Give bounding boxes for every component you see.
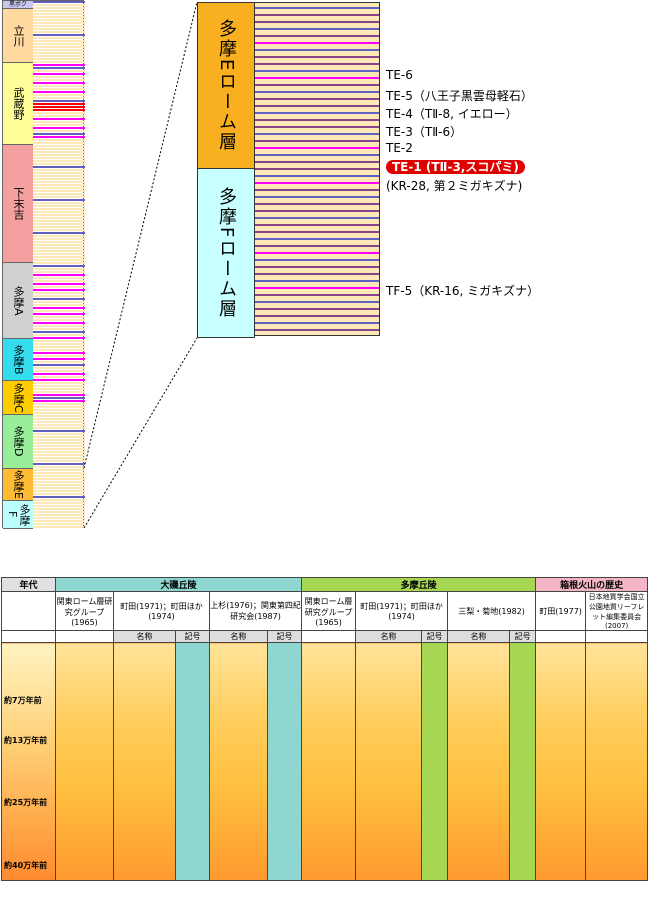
col-sym-2: 記号: [266, 630, 303, 643]
tama-machida-body: [355, 642, 423, 881]
unit-label: 多摩D: [3, 415, 33, 469]
oiso-machida-body: [113, 642, 176, 881]
unit-label: 多摩A: [3, 263, 33, 339]
header-era: 年代: [1, 577, 56, 592]
tephra-label: TE-3（TⅡ-6）: [386, 125, 463, 139]
blank-f: [585, 630, 649, 643]
sub-geo: 日本地質学会国立公園地質リーフレット編集委員会(2007): [585, 591, 649, 631]
group-oiso: 大磯丘陵: [54, 577, 303, 592]
group-hakone: 箱根火山の歴史: [535, 577, 649, 592]
blank-d: [301, 630, 357, 643]
correlation-table: 年代 大磯丘陵 多摩丘陵 箱根火山の歴史 関東ローム層研究グループ(1965) …: [1, 577, 649, 881]
zoom-lower-label: 多摩Fローム層: [216, 186, 237, 320]
oiso-machida-sym: [175, 642, 210, 881]
unit-label: 黒ボク: [3, 1, 33, 9]
tama-mitsunashi-body: [447, 642, 511, 881]
tephra-label: TE-1 (TⅡ-3,スコパミ): [386, 158, 525, 175]
era-blank2: [1, 630, 56, 643]
unit-label: 武蔵野: [3, 63, 33, 145]
col-name-2: 名称: [209, 630, 268, 643]
col-name-4: 名称: [447, 630, 511, 643]
hakone-geo-body: [585, 642, 649, 881]
zoom-upper: 多摩Eローム層: [197, 2, 255, 170]
tephra-label: TE-4（TⅡ-8, イエロー）: [386, 107, 518, 121]
unit-label: 多摩C: [3, 381, 33, 415]
sub-machida: 町田(1971)；町田ほか(1974): [113, 591, 210, 631]
oiso-kanto-body: [55, 642, 114, 881]
unit-label: 下末吉: [3, 145, 33, 263]
col-sym-3: 記号: [421, 630, 449, 643]
tama-mitsunashi-sym: [509, 642, 537, 881]
sub-kanto1: 関東ローム層研究グループ(1965): [55, 591, 114, 631]
sub-mitsunashi: 三梨・菊地(1982): [447, 591, 537, 631]
age-label: 約7万年前: [4, 696, 42, 705]
tephra-label: TE-5（八王子黒雲母軽石）: [386, 89, 533, 103]
group-tama: 多摩丘陵: [301, 577, 537, 592]
col-sym-4: 記号: [509, 630, 537, 643]
age-list: 約7万年前約13万年前約25万年前約40万年前約50万年前約65万年前: [3, 644, 55, 880]
stripe-column: [33, 1, 85, 528]
blank-e: [535, 630, 587, 643]
age-label: 約40万年前: [4, 861, 48, 870]
col-sym-1: 記号: [175, 630, 210, 643]
tephra-label: TF-5（KR-16, ミガキズナ）: [386, 284, 540, 298]
tephra-label: TE-6: [386, 68, 413, 82]
hakone-machida-body: [535, 642, 587, 881]
unit-label: 多摩F: [3, 501, 33, 529]
col-name-1: 名称: [113, 630, 176, 643]
age-label: 約13万年前: [4, 736, 48, 745]
sub-kanto2: 関東ローム層研究グループ(1965): [301, 591, 357, 631]
sub-machida2: 町田(1971)；町田ほか(1974): [355, 591, 449, 631]
tephra-label: TE-2: [386, 141, 413, 155]
era-blank: [1, 591, 56, 631]
sub-kamisugi: 上杉(1976)；関東第四紀研究会(1987): [208, 591, 303, 631]
blank-c: [55, 630, 114, 643]
unit-label: 多摩E: [3, 469, 33, 501]
age-label: 約25万年前: [4, 798, 48, 807]
era-column: 約7万年前約13万年前約25万年前約40万年前約50万年前約65万年前: [1, 642, 56, 881]
zoom-upper-label: 多摩Eローム層: [216, 19, 237, 153]
unit-label: 立川: [3, 9, 33, 63]
tephra-label: (KR-28, 第２ミガキズナ): [386, 179, 523, 193]
unit-label: 多摩B: [3, 339, 33, 381]
oiso-kamisugi-body: [209, 642, 268, 881]
oiso-kamisugi-sym: [266, 642, 303, 881]
sub-machida3: 町田(1977): [535, 591, 587, 631]
col-name-3: 名称: [355, 630, 423, 643]
zoom-lines: [83, 1, 198, 529]
zoom-stripe-column: [254, 2, 380, 336]
tama-kanto-body: [301, 642, 357, 881]
tama-machida-sym: [421, 642, 449, 881]
zoom-lower: 多摩Fローム層: [197, 168, 255, 338]
